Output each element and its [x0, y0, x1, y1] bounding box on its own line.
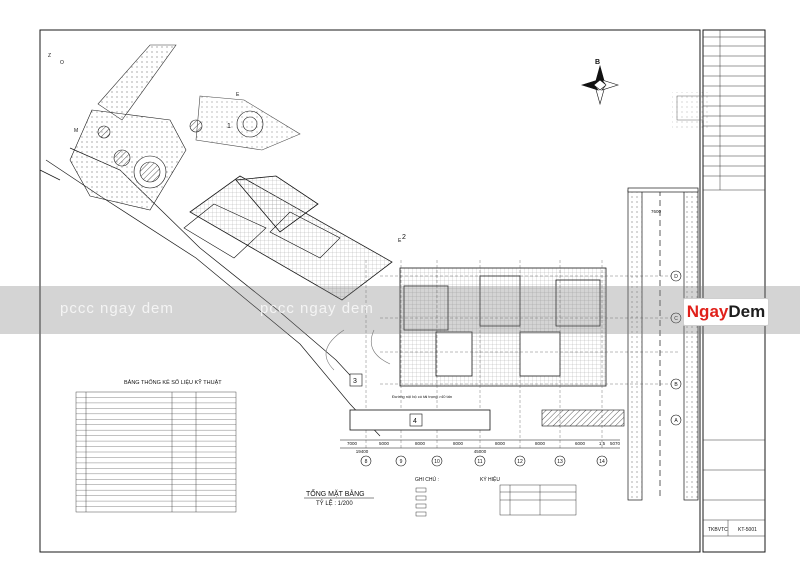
grid-col-10: 10	[434, 459, 440, 465]
block-2-label: 2	[402, 234, 406, 241]
watermark-banner	[0, 286, 800, 334]
svg-text:8000: 8000	[415, 441, 426, 446]
title-block-frame	[702, 29, 766, 553]
grid-row-d: D	[674, 274, 678, 280]
watermark-site-1: pccc ngay dem	[60, 300, 174, 317]
stats-table-rows	[76, 397, 236, 507]
mark-m: M	[74, 128, 78, 134]
north-label: B	[595, 59, 600, 66]
svg-text:19400: 19400	[356, 449, 369, 454]
svg-text:6000: 6000	[575, 441, 586, 446]
drawing-code: KT-5001	[738, 527, 757, 533]
drawing-frame	[39, 29, 701, 553]
garden-area	[69, 95, 301, 211]
stats-table-title: BẢNG THỐNG KÊ SỐ LIỆU KỸ THUẬT	[124, 378, 222, 386]
logo-part-2: Dem	[728, 302, 766, 321]
grid-col-13: 13	[557, 459, 563, 465]
grid-bubbles	[360, 270, 682, 467]
grid-row-b: B	[674, 382, 678, 388]
top-road-strip	[97, 44, 177, 121]
svg-text:7600: 7600	[651, 209, 662, 214]
revision-table	[703, 30, 765, 537]
grid-col-8: 8	[365, 459, 368, 465]
mark-z: Z	[48, 53, 51, 59]
mark-e2: E	[398, 238, 402, 244]
svg-text:8000: 8000	[453, 441, 464, 446]
notes-list	[415, 487, 427, 517]
ngaydem-logo: NgayDem	[683, 298, 769, 326]
main-building	[399, 267, 607, 387]
grid-col-11: 11	[477, 459, 482, 465]
grid-row-a: A	[674, 418, 678, 424]
svg-text:8000: 8000	[535, 441, 546, 446]
grid-col-12: 12	[517, 459, 523, 465]
company-label: TKBVTC	[708, 527, 728, 533]
road-note: Đường nội bộ có tải trọng >40 tấn	[392, 394, 452, 399]
block-1-label: 1	[227, 123, 231, 130]
svg-text:45000: 45000	[474, 449, 487, 454]
mark-o: O	[60, 60, 64, 66]
logo-part-1: Ngay	[686, 302, 729, 321]
svg-text:7000: 7000	[347, 441, 358, 446]
svg-text:5070: 5070	[610, 441, 621, 446]
grid-row-c: C	[674, 316, 678, 322]
block-3-label: 3	[353, 378, 357, 385]
notes-title: GHI CHÚ :	[415, 476, 439, 483]
symbols-title: KÝ HIỆU	[480, 475, 500, 483]
grid-col-14: 14	[599, 459, 605, 465]
parking-area	[541, 409, 625, 427]
svg-text:1,5: 1,5	[599, 441, 606, 446]
plan-title: TỔNG MẶT BẰNG	[306, 489, 365, 498]
building-block-1	[183, 175, 393, 301]
block-4-label: 4	[413, 418, 417, 425]
svg-text:5000: 5000	[379, 441, 390, 446]
symbols-table	[499, 484, 577, 516]
watermark-site-2: pccc ngay dem	[260, 300, 374, 317]
plan-scale: TỶ LỆ : 1/200	[316, 499, 353, 507]
grid-col-9: 9	[400, 459, 403, 465]
svg-text:8000: 8000	[495, 441, 506, 446]
north-arrow	[580, 64, 620, 106]
right-road	[627, 187, 699, 501]
mark-e: E	[236, 92, 240, 98]
